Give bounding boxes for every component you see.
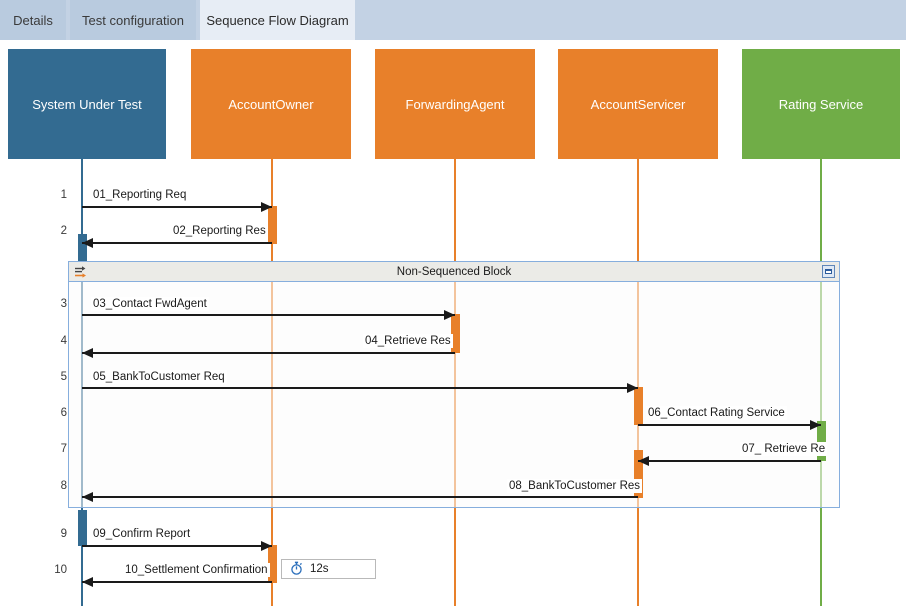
message-arrowhead-7 (638, 456, 649, 466)
message-label-9: 09_Confirm Report (91, 527, 193, 541)
message-line-9[interactable] (82, 545, 272, 547)
message-line-5[interactable] (82, 387, 638, 389)
non-sequenced-block-title: Non-Sequenced Block (396, 265, 512, 278)
message-label-6: 06_Contact Rating Service (646, 406, 787, 420)
activation-bar-rating-service-4 (817, 421, 826, 461)
sequence-number-10: 10 (54, 564, 67, 576)
participant-system-under-test[interactable]: System Under Test (8, 49, 166, 159)
message-line-2[interactable] (82, 242, 272, 244)
timer-badge[interactable]: 12s (281, 559, 376, 579)
message-label-7: 07_ Retrieve Re (740, 442, 828, 456)
participant-label: AccountServicer (590, 96, 686, 112)
message-label-1: 01_Reporting Req (91, 188, 189, 202)
non-sequenced-block-icon (73, 264, 89, 280)
message-label-5: 05_BankToCustomer Req (91, 370, 227, 384)
message-label-3: 03_Contact FwdAgent (91, 297, 209, 311)
participant-rating-service[interactable]: Rating Service (742, 49, 900, 159)
message-line-8[interactable] (82, 496, 638, 498)
activation-bar-accountowner-0 (268, 206, 277, 244)
message-arrowhead-8 (82, 492, 93, 502)
message-arrowhead-5 (627, 383, 638, 393)
activation-bar-accountservicer-3 (634, 387, 643, 425)
tab-details[interactable]: Details (0, 0, 66, 40)
sequence-number-3: 3 (60, 298, 67, 310)
message-arrowhead-6 (810, 420, 821, 430)
stopwatch-icon (290, 561, 303, 578)
message-line-3[interactable] (82, 314, 455, 316)
sequence-number-6: 6 (60, 407, 67, 419)
activation-bar-forwardingagent-2 (451, 314, 460, 353)
message-line-10[interactable] (82, 581, 272, 583)
activation-bar-system-under-test-6 (78, 510, 87, 546)
sequence-number-8: 8 (60, 480, 67, 492)
activation-bar-accountowner-7 (268, 545, 277, 583)
message-arrowhead-4 (82, 348, 93, 358)
participant-accountservicer[interactable]: AccountServicer (558, 49, 718, 159)
collapse-block-button[interactable] (822, 265, 835, 278)
message-label-2: 02_Reporting Res (171, 224, 268, 238)
message-arrowhead-2 (82, 238, 93, 248)
message-line-6[interactable] (638, 424, 821, 426)
timer-value: 12s (310, 563, 329, 575)
non-sequenced-block-header[interactable]: Non-Sequenced Block (69, 262, 839, 282)
participant-forwardingagent[interactable]: ForwardingAgent (375, 49, 535, 159)
sequence-number-2: 2 (60, 225, 67, 237)
message-arrowhead-3 (444, 310, 455, 320)
sequence-number-7: 7 (60, 443, 67, 455)
message-arrowhead-9 (261, 541, 272, 551)
diagram-canvas[interactable]: Non-Sequenced Block System Under Test Acco… (0, 40, 906, 606)
message-label-8: 08_BankToCustomer Res (507, 479, 643, 493)
sequence-number-4: 4 (60, 335, 67, 347)
sequence-number-1: 1 (60, 189, 67, 201)
sequence-number-9: 9 (60, 528, 67, 540)
activation-bar-accountservicer-5 (634, 450, 643, 498)
tab-sequence-flow-diagram[interactable]: Sequence Flow Diagram (200, 0, 355, 40)
message-label-10: 10_Settlement Confirmation (123, 563, 270, 577)
message-arrowhead-1 (261, 202, 272, 212)
sequence-number-5: 5 (60, 371, 67, 383)
participant-label: AccountOwner (228, 96, 314, 112)
message-arrowhead-10 (82, 577, 93, 587)
message-line-7[interactable] (638, 460, 821, 462)
participant-label: Rating Service (778, 96, 864, 112)
participant-accountowner[interactable]: AccountOwner (191, 49, 351, 159)
message-label-4: 04_Retrieve Res (363, 334, 453, 348)
participant-label: ForwardingAgent (405, 96, 505, 112)
participant-label: System Under Test (32, 96, 142, 112)
tab-test-configuration[interactable]: Test configuration (70, 0, 196, 40)
message-line-4[interactable] (82, 352, 455, 354)
message-line-1[interactable] (82, 206, 272, 208)
